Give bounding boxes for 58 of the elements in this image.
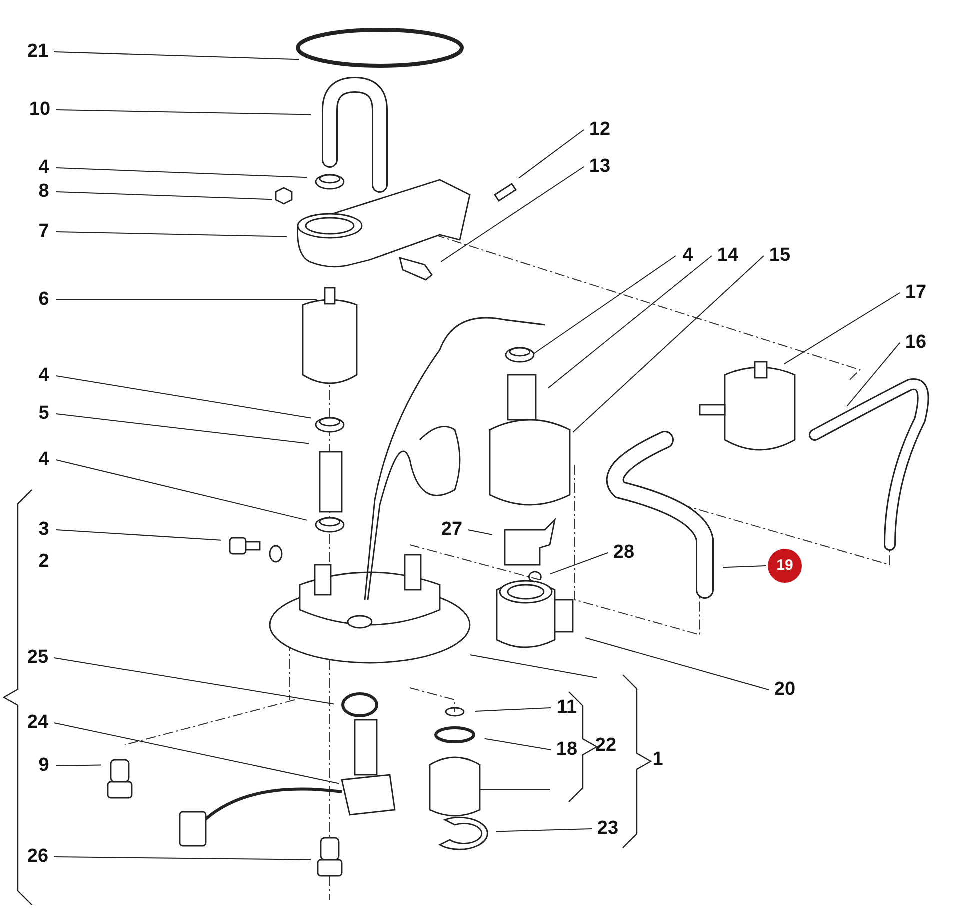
callout-number: 4: [678, 245, 698, 267]
callout-number: 14: [714, 245, 742, 267]
callout-number: 7: [34, 221, 54, 243]
leader-line: [54, 722, 340, 784]
callout-number: 2: [38, 551, 50, 573]
leader-line: [722, 566, 766, 568]
callout-number: 5: [34, 403, 54, 425]
leader-line: [585, 638, 770, 690]
leader-line: [54, 658, 335, 705]
callout-number: 19: [768, 549, 802, 583]
leader-line: [54, 856, 312, 860]
leader-line: [474, 708, 552, 712]
leader-line: [440, 166, 584, 262]
callout-number: 23: [594, 818, 622, 840]
callout-number: 28: [610, 542, 638, 564]
callout-number: 17: [902, 282, 930, 304]
leader-line: [550, 552, 608, 575]
callout-number: 15: [766, 245, 794, 267]
leader-line: [56, 232, 288, 238]
leader-line: [468, 530, 493, 536]
leader-line: [56, 168, 308, 178]
callout-number: 26: [24, 846, 52, 868]
callout-number: 8: [34, 181, 54, 203]
callout-number: 20: [771, 679, 799, 701]
callout-number: 16: [902, 332, 930, 354]
callout-number: 4: [34, 157, 54, 179]
leader-line: [56, 414, 310, 444]
leader-line: [496, 828, 592, 832]
leader-line: [56, 110, 312, 116]
leader-line: [784, 292, 900, 365]
leader-line: [54, 52, 300, 60]
callout-number: 13: [586, 156, 614, 178]
leader-line: [846, 342, 900, 408]
callout-number: 6: [34, 289, 54, 311]
callout-number: 10: [26, 99, 54, 121]
callout-number: 4: [34, 365, 54, 387]
callout-number: 1: [652, 749, 664, 771]
callout-number: 27: [438, 519, 466, 541]
leader-line: [56, 376, 312, 419]
leader-line: [534, 256, 676, 354]
leader-line: [56, 192, 272, 200]
leader-line: [56, 764, 102, 766]
callout-number: 18: [553, 739, 581, 761]
leader-line: [548, 256, 712, 389]
leader-line: [484, 738, 552, 750]
callout-number: 9: [34, 755, 54, 777]
callout-number: 22: [594, 735, 618, 757]
leader-line: [56, 460, 308, 521]
leader-line: [518, 130, 584, 179]
callout-number: 25: [24, 647, 52, 669]
leader-line: [572, 256, 764, 434]
callout-number: 3: [34, 519, 54, 541]
callout-number: 4: [34, 449, 54, 471]
callout-number: 11: [553, 697, 581, 719]
callout-number: 21: [24, 41, 52, 63]
callout-number: 24: [24, 712, 52, 734]
leader-line: [56, 530, 222, 541]
callout-number: 12: [586, 119, 614, 141]
